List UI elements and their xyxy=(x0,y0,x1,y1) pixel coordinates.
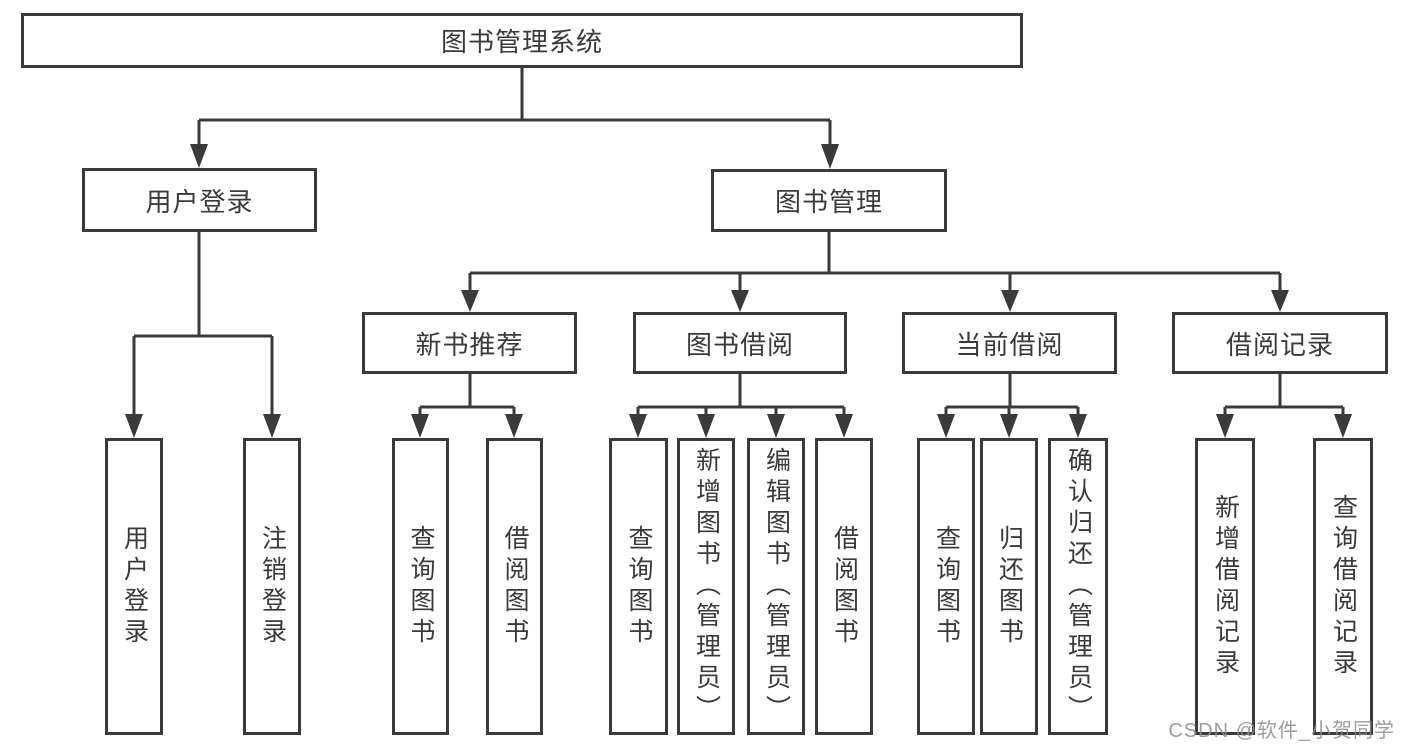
connector-book-borrow-children xyxy=(629,374,853,438)
node-leaf-edit-books-admin-label: 编辑图书（管理员） xyxy=(762,447,791,726)
node-leaf-query-borrow-record-label: 查询借阅记录 xyxy=(1329,493,1358,680)
node-leaf-current-query-books-label: 查询图书 xyxy=(932,524,961,649)
node-leaf-add-borrow-record-label: 新增借阅记录 xyxy=(1211,493,1240,680)
connector-book-management-children xyxy=(461,232,1289,312)
connector-user-login-children xyxy=(125,232,281,438)
node-leaf-borrow-query-books: 查询图书 xyxy=(609,438,668,735)
csdn-watermark: CSDN @软件_小贺同学 xyxy=(1168,720,1395,742)
node-current-borrow-label: 当前借阅 xyxy=(955,329,1064,360)
node-borrow-records: 借阅记录 xyxy=(1172,312,1388,374)
node-leaf-user-login-label: 用户登录 xyxy=(120,524,149,649)
node-new-book-recommend-label: 新书推荐 xyxy=(415,329,524,360)
node-leaf-user-login: 用户登录 xyxy=(105,438,163,735)
node-leaf-logout: 注销登录 xyxy=(243,438,301,735)
node-leaf-logout-label: 注销登录 xyxy=(258,524,287,649)
connector-borrow-records-children xyxy=(1216,374,1352,438)
node-leaf-add-books-admin-label: 新增图书（管理员） xyxy=(692,447,721,726)
node-leaf-add-books-admin: 新增图书（管理员） xyxy=(677,438,735,735)
node-leaf-recommend-query-books-label: 查询图书 xyxy=(407,524,435,649)
node-leaf-query-borrow-record: 查询借阅记录 xyxy=(1313,438,1373,735)
node-leaf-borrow-books-label: 借阅图书 xyxy=(830,524,859,649)
node-book-management: 图书管理 xyxy=(711,169,947,232)
connector-root-to-level2 xyxy=(190,68,839,169)
node-leaf-borrow-books: 借阅图书 xyxy=(815,438,873,735)
node-leaf-recommend-borrow-books: 借阅图书 xyxy=(486,438,543,735)
node-leaf-return-books-label: 归还图书 xyxy=(995,524,1024,649)
connector-new-book-recommend-children xyxy=(411,374,523,438)
node-user-login: 用户登录 xyxy=(82,168,317,232)
node-book-borrow-label: 图书借阅 xyxy=(685,329,794,360)
node-root: 图书管理系统 xyxy=(21,13,1023,68)
node-leaf-confirm-return-admin: 确认归还（管理员） xyxy=(1048,438,1108,735)
node-current-borrow: 当前借阅 xyxy=(902,312,1117,374)
node-leaf-confirm-return-admin-label: 确认归还（管理员） xyxy=(1064,447,1093,726)
node-borrow-records-label: 借阅记录 xyxy=(1225,329,1334,360)
connector-current-borrow-children xyxy=(937,374,1087,438)
node-new-book-recommend: 新书推荐 xyxy=(362,312,577,374)
node-leaf-borrow-query-books-label: 查询图书 xyxy=(625,524,653,649)
node-leaf-add-borrow-record: 新增借阅记录 xyxy=(1195,438,1255,735)
node-leaf-recommend-query-books: 查询图书 xyxy=(392,438,449,735)
node-leaf-current-query-books: 查询图书 xyxy=(917,438,975,735)
node-leaf-return-books: 归还图书 xyxy=(980,438,1038,735)
node-leaf-recommend-borrow-books-label: 借阅图书 xyxy=(501,524,529,649)
node-leaf-edit-books-admin: 编辑图书（管理员） xyxy=(747,438,805,735)
node-user-login-label: 用户登录 xyxy=(145,186,254,217)
node-book-management-label: 图书管理 xyxy=(774,187,883,217)
node-book-borrow: 图书借阅 xyxy=(633,312,847,374)
node-root-label: 图书管理系统 xyxy=(440,27,603,57)
